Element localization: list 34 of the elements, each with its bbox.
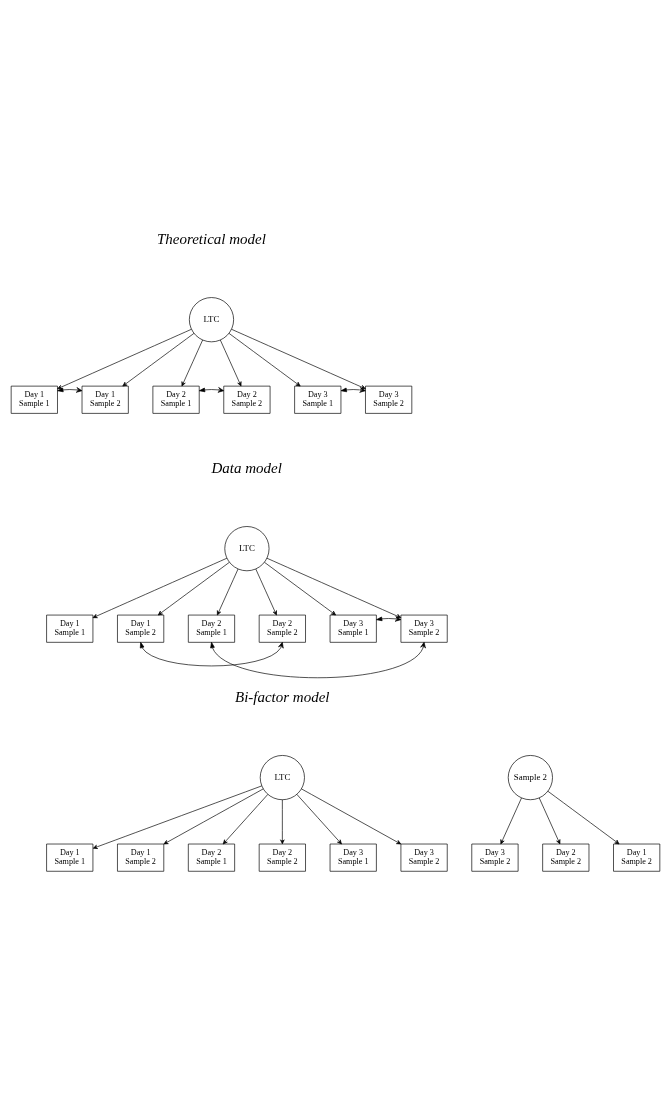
arrow <box>57 328 192 389</box>
arrow <box>157 561 230 615</box>
arrow <box>280 798 285 844</box>
arrow <box>92 557 228 618</box>
arrow <box>139 641 284 666</box>
arrow <box>228 332 301 386</box>
arrow <box>255 568 277 615</box>
arrow <box>217 568 239 615</box>
arrow <box>500 797 522 844</box>
node-circle: LTC <box>259 754 305 800</box>
arrow <box>57 386 83 393</box>
label: Theoretical model <box>156 230 266 247</box>
arrow <box>266 557 402 618</box>
arrow <box>376 615 402 622</box>
node-circle: Sample 2 <box>507 754 553 800</box>
arrow <box>231 328 366 389</box>
arrow <box>264 561 336 615</box>
arrow <box>538 797 561 844</box>
arrow <box>122 332 195 386</box>
label: Data model <box>211 459 282 476</box>
label: Bi-factor model <box>235 688 330 705</box>
node-circle: LTC <box>189 296 234 342</box>
arrow <box>340 386 366 393</box>
arrow <box>222 793 269 844</box>
arrow <box>547 790 620 844</box>
arrow <box>220 339 242 386</box>
arrow <box>210 641 426 678</box>
arrow <box>181 339 203 386</box>
arrow <box>296 793 342 844</box>
node-circle: LTC <box>224 525 270 571</box>
arrow <box>163 788 264 844</box>
arrow <box>301 788 402 844</box>
arrow <box>92 785 263 849</box>
arrow <box>198 386 224 393</box>
